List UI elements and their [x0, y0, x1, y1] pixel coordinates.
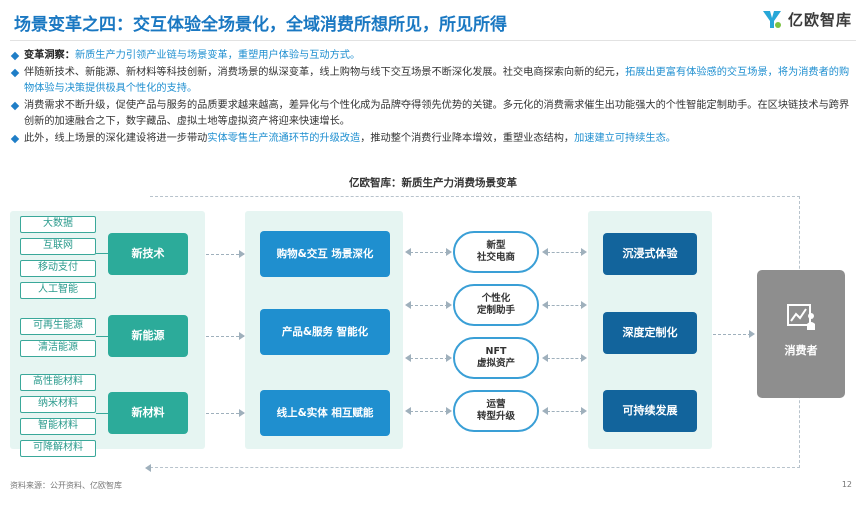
arrow-left-icon: [405, 354, 411, 362]
tech-tag: 人工智能: [20, 282, 96, 299]
oval-line: 个性化: [481, 293, 511, 304]
insight-highlight: 加速建立可持续生态。: [574, 133, 676, 144]
oval-line: 新型: [486, 240, 506, 251]
bidirectional-link: [547, 358, 583, 359]
bidirectional-link: [410, 411, 448, 412]
insight-highlight: 实体零售生产流通环节的升级改造: [207, 133, 361, 144]
insight-item: 此外，线上场景的深化建设将进一步带动实体零售生产流通环节的升级改造，推动整个消费…: [10, 131, 856, 147]
insight-text: ，推动整个消费行业降本增效，重塑业态结构，: [360, 133, 575, 144]
consumer-label: 消费者: [784, 344, 818, 357]
arrow-right-icon: [239, 332, 245, 340]
diamond-bullet-icon: [10, 101, 20, 111]
nft-asset-oval: NFT 虚拟资产: [453, 337, 539, 379]
arrow-right-icon: [239, 409, 245, 417]
outcome-box: 深度定制化: [603, 312, 697, 354]
material-tag: 智能材料: [20, 418, 96, 435]
arrow-left-icon: [405, 301, 411, 309]
oval-line: NFT: [485, 346, 507, 357]
arrow-right-icon: [446, 354, 452, 362]
bidirectional-link: [547, 305, 583, 306]
diamond-bullet-icon: [10, 51, 20, 61]
insight-item: 消费需求不断升级，促使产品与服务的品质要求越来越高，差异化与个性化成为品牌夺得领…: [10, 98, 856, 130]
energy-tag: 清洁能源: [20, 340, 96, 357]
material-tag: 高性能材料: [20, 374, 96, 391]
new-energy-box: 新能源: [108, 315, 188, 357]
flow-link: [206, 413, 244, 414]
arrow-right-icon: [239, 250, 245, 258]
arrow-right-icon: [581, 354, 587, 362]
connector-line: [96, 413, 108, 414]
social-ecommerce-oval: 新型 社交电商: [453, 231, 539, 273]
custom-assistant-oval: 个性化 定制助手: [453, 284, 539, 326]
arrow-right-icon: [446, 248, 452, 256]
arrow-right-icon: [446, 301, 452, 309]
diamond-bullet-icon: [10, 134, 20, 144]
material-tag: 纳米材料: [20, 396, 96, 413]
scene-box: 购物&交互 场景深化: [260, 231, 390, 277]
connector-line: [96, 336, 108, 337]
flow-link: [206, 336, 244, 337]
diagram-title: 亿欧智库：新质生产力消费场景变革: [349, 177, 517, 189]
arrow-right-icon: [581, 248, 587, 256]
page-number: 12: [841, 480, 852, 489]
new-tech-box: 新技术: [108, 233, 188, 275]
bidirectional-link: [410, 252, 448, 253]
arrow-right-icon: [446, 407, 452, 415]
energy-tag: 可再生能源: [20, 318, 96, 335]
bidirectional-link: [410, 358, 448, 359]
source-note: 资料来源：公开资料、亿欧智库: [10, 481, 122, 490]
arrow-left-icon: [405, 248, 411, 256]
new-material-box: 新材料: [108, 392, 188, 434]
connector-line: [96, 253, 108, 254]
insight-text: 伴随新技术、新能源、新材料等科技创新，消费场景的纵深变革，线上购物与线下交互场景…: [24, 67, 626, 78]
scene-box: 产品&服务 智能化: [260, 309, 390, 355]
insight-item: 变革洞察：新质生产力引领产业链与场景变革，重塑用户体验与互动方式。: [10, 48, 856, 64]
arrow-right-icon: [581, 407, 587, 415]
outcome-box: 可持续发展: [603, 390, 697, 432]
arrow-left-icon: [542, 248, 548, 256]
insight-text: 新质生产力引领产业链与场景变革，重塑用户体验与互动方式。: [74, 50, 361, 61]
consumer-box: 消费者: [757, 270, 845, 398]
insight-text: 消费需求不断升级，促使产品与服务的品质要求越来越高，差异化与个性化成为品牌夺得领…: [24, 100, 850, 127]
arrow-right-icon: [581, 301, 587, 309]
insight-highlight: 拓展出更富有体验感的交互场景，将为消费者的购物体验与决策提供极具个性化的支持。: [24, 67, 850, 94]
insight-item: 伴随新技术、新能源、新材料等科技创新，消费场景的纵深变革，线上购物与线下交互场景…: [10, 65, 856, 97]
arrow-left-icon: [405, 407, 411, 415]
operation-upgrade-oval: 运营 转型升级: [453, 390, 539, 432]
oval-line: 定制助手: [476, 305, 515, 316]
arrow-left-icon: [542, 407, 548, 415]
page-title: 场景变革之四：交互体验全场景化，全域消费所想所见，所见所得: [14, 15, 507, 35]
flow-link: [206, 254, 244, 255]
arrow-left-icon: [542, 301, 548, 309]
oval-line: 运营: [486, 399, 506, 410]
insight-text: 此外，线上场景的深化建设将进一步带动: [24, 133, 208, 144]
logo-icon: [762, 11, 781, 28]
consumer-chart-icon: [787, 304, 815, 330]
arrow-left-icon: [542, 354, 548, 362]
diamond-bullet-icon: [10, 68, 20, 78]
oval-line: 虚拟资产: [476, 358, 515, 369]
loop-arrow-icon: [145, 464, 151, 472]
brand-logo: 亿欧智库: [761, 8, 852, 30]
tech-tag: 移动支付: [20, 260, 96, 277]
bidirectional-link: [547, 252, 583, 253]
title-divider: [10, 40, 856, 41]
arrow-right-icon: [749, 330, 755, 338]
tech-tag: 大数据: [20, 216, 96, 233]
bidirectional-link: [410, 305, 448, 306]
oval-line: 社交电商: [476, 252, 515, 263]
oval-line: 转型升级: [476, 411, 515, 422]
outcome-box: 沉浸式体验: [603, 233, 697, 275]
scene-box: 线上&实体 相互赋能: [260, 390, 390, 436]
tech-tag: 互联网: [20, 238, 96, 255]
material-tag: 可降解材料: [20, 440, 96, 457]
insight-list: 变革洞察：新质生产力引领产业链与场景变革，重塑用户体验与互动方式。 伴随新技术、…: [10, 48, 856, 148]
insight-lead: 变革洞察：: [24, 50, 75, 61]
logo-text: 亿欧智库: [787, 10, 852, 29]
flow-link: [713, 334, 751, 335]
bidirectional-link: [547, 411, 583, 412]
